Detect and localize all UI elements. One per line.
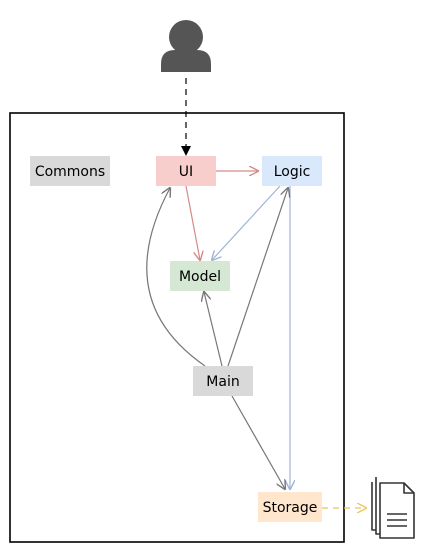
node-storage-label: Storage: [263, 500, 318, 516]
document-stack-icon: [371, 477, 415, 539]
edge-main-to-model: [204, 292, 223, 367]
node-logic-label: Logic: [274, 164, 311, 180]
node-model-label: Model: [179, 269, 221, 285]
edge-main-to-ui: [146, 188, 206, 367]
node-commons: Commons: [30, 156, 110, 186]
edge-ui-to-model: [185, 185, 200, 260]
node-ui-label: UI: [179, 164, 193, 180]
node-logic: Logic: [262, 156, 322, 186]
edge-main-to-storage: [231, 395, 285, 489]
system-boundary: [9, 112, 345, 543]
node-main-label: Main: [206, 374, 239, 390]
node-storage: Storage: [258, 492, 322, 522]
node-commons-label: Commons: [35, 164, 105, 180]
node-ui: UI: [156, 156, 216, 186]
edge-logic-to-model: [212, 185, 281, 260]
user-icon: [161, 20, 211, 72]
node-model: Model: [170, 261, 230, 291]
node-main: Main: [193, 366, 253, 396]
edge-main-to-logic: [227, 188, 288, 367]
